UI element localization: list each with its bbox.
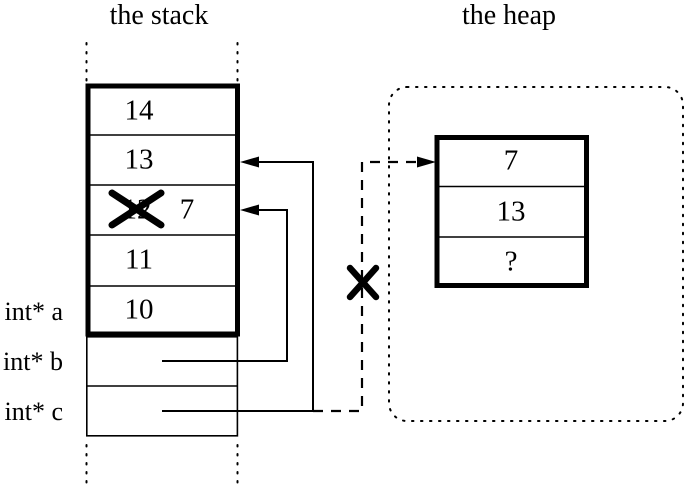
heap-title: the heap bbox=[461, 0, 557, 31]
stack-title: the stack bbox=[109, 0, 209, 31]
pointer-label-b: int* b bbox=[3, 347, 63, 376]
arrowhead-left-icon bbox=[240, 204, 259, 216]
pointer-b-arrow bbox=[162, 204, 288, 362]
heap-cell-value: 7 bbox=[503, 144, 519, 177]
heap-cell-value: 13 bbox=[496, 195, 526, 228]
dangling-pointer-x-mark-icon bbox=[346, 264, 380, 301]
arrowhead-right-icon bbox=[417, 156, 436, 168]
stack-cell-new-value: 7 bbox=[179, 193, 195, 226]
arrowhead-left-icon bbox=[240, 156, 259, 168]
stack-cell-value: 11 bbox=[125, 243, 153, 276]
stack-cell-value: 14 bbox=[124, 94, 154, 127]
stack-row-separators bbox=[88, 134, 238, 287]
pointer-label-a: int* a bbox=[4, 297, 64, 326]
stack-frame-box bbox=[85, 83, 240, 337]
dangling-pointer-dashed-arrow bbox=[313, 156, 436, 413]
stack-cell-value: 10 bbox=[124, 293, 154, 326]
heap-cell-value: ? bbox=[504, 245, 518, 278]
stack-cell-old-value: 12 bbox=[122, 193, 152, 226]
pointer-label-c: int* c bbox=[4, 397, 64, 426]
stack-cell-value: 13 bbox=[124, 143, 154, 176]
pointer-cells-box bbox=[86, 335, 239, 437]
heap-region-dotted-border bbox=[388, 86, 684, 422]
